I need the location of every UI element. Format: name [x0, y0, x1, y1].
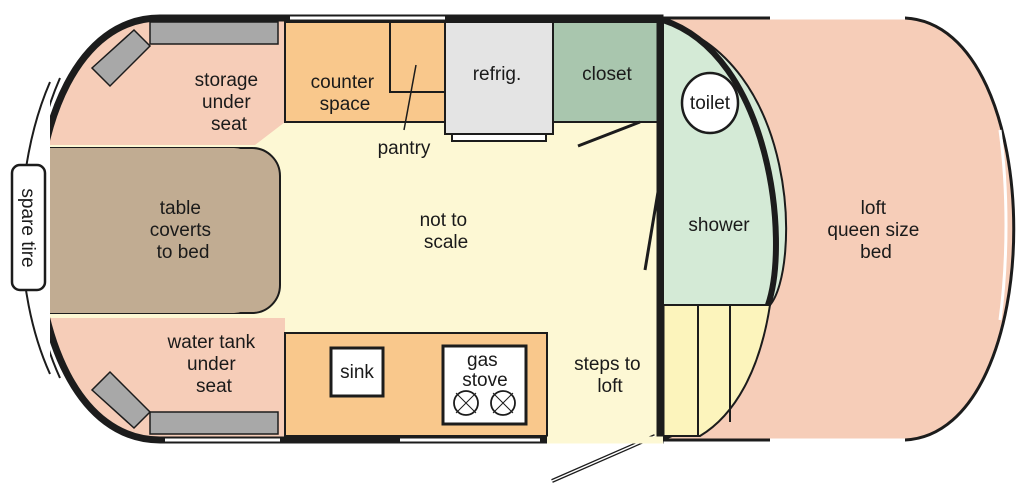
closet [552, 21, 660, 123]
scale-note: not to scale [420, 210, 473, 253]
storage-seat-label: storage under seat [195, 70, 264, 135]
gas-stove-label: gas stove [462, 350, 507, 391]
refrigerator-label: refrig. [473, 64, 522, 85]
closet-label: closet [582, 64, 632, 85]
burner-left-grate [455, 392, 477, 414]
shower-label: shower [688, 215, 750, 236]
loft-bed-label: loft queen size bed [827, 198, 924, 263]
sink-label: sink [340, 362, 374, 383]
toilet-label: toilet [690, 93, 731, 114]
burner-right-grate [492, 392, 514, 414]
loft-steps [662, 304, 772, 437]
front-window-top [149, 21, 279, 45]
table-bed-label: table coverts to bed [150, 198, 217, 263]
bathroom-wall [662, 17, 779, 306]
water-tank-seat-label: water tank under seat [167, 332, 261, 397]
front-window-corner-top [90, 28, 152, 88]
table-bed-inner [36, 148, 256, 313]
sink [329, 346, 385, 398]
refrigerator-base [451, 133, 547, 142]
pantry-cabinet [389, 21, 446, 93]
closet-door [577, 120, 641, 148]
counter-space-label: counter space [311, 72, 380, 115]
bathroom-door [643, 167, 664, 271]
steps-to-loft-label: steps to loft [574, 354, 646, 397]
spare-tire [10, 163, 47, 292]
spare-tire-label: spare tire [17, 188, 38, 267]
pantry-pointer [403, 64, 417, 131]
front-window-bottom [149, 411, 279, 435]
toilet [680, 71, 740, 135]
front-window-corner-bottom [90, 370, 152, 430]
pantry-label: pantry [378, 138, 431, 159]
loft-end-window [998, 129, 1008, 321]
